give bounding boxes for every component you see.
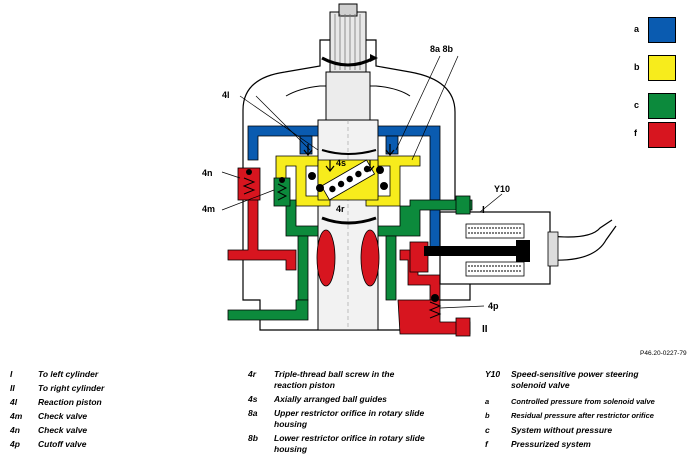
legend-key: a [485, 397, 490, 406]
legend-key: 4n [10, 425, 20, 435]
legend-key: b [485, 411, 490, 420]
legend-text: Controlled pressure from solenoid valve [511, 397, 655, 406]
reference-number: P46.20-0227-79 [640, 350, 687, 357]
check-valve-4n-spring [242, 177, 256, 195]
legend-key: 4s [248, 394, 258, 404]
key-letter-c: c [634, 100, 640, 110]
legend-text: Triple-thread ball screw in the [274, 369, 395, 379]
legend-text: housing [274, 444, 308, 454]
solenoid-valve-y10 [424, 211, 617, 285]
legend-key: c [485, 425, 490, 435]
legend-key: 4r [248, 369, 257, 379]
legend-text: reaction piston [274, 380, 335, 390]
legend-text: To left cylinder [38, 369, 99, 379]
legend-text: Upper restrictor orifice in rotary slide [274, 408, 425, 418]
legend-key: I [10, 369, 13, 379]
legend-text: Cutoff valve [38, 439, 87, 449]
label-4p: 4p [488, 301, 499, 311]
legend-text: Residual pressure after restrictor orifi… [511, 411, 654, 420]
legend-text: housing [274, 419, 308, 429]
cutoff-valve-spring [428, 301, 442, 319]
legend-key: 8a [248, 408, 258, 418]
label-I: I [482, 205, 485, 216]
key-swatch-f [648, 122, 676, 148]
label-II: II [482, 324, 488, 335]
pressureless-passages [227, 177, 461, 321]
steering-shaft [321, 3, 378, 123]
legend-key: 8b [248, 433, 258, 443]
key-letter-f: f [634, 128, 637, 138]
pressurized-passages [227, 167, 471, 335]
key-swatch-a [648, 17, 676, 43]
legend-text: Reaction piston [38, 397, 102, 407]
key-letter-a: a [634, 24, 640, 34]
key-swatch-b [648, 55, 676, 81]
legend-key: Y10 [485, 369, 501, 379]
key-swatch-c [648, 93, 676, 119]
key-letter-b: b [634, 62, 640, 72]
legend-key: II [10, 383, 15, 393]
legend-key: f [485, 439, 488, 449]
legend-text: System without pressure [511, 425, 613, 435]
legend-text: Lower restrictor orifice in rotary slide [274, 433, 425, 443]
label-4l: 4l [222, 90, 230, 100]
label-4n: 4n [202, 168, 213, 178]
legend-text: Speed-sensitive power steering [511, 369, 639, 379]
legend-text: To right cylinder [38, 383, 105, 393]
label-8a8b: 8a 8b [430, 44, 454, 54]
legend-key: 4m [10, 411, 23, 421]
label-y10: Y10 [494, 184, 510, 194]
legend-key: 4l [10, 397, 18, 407]
rotation-arrow-icon [321, 56, 375, 67]
label-4r: 4r [336, 204, 345, 214]
label-4m: 4m [202, 204, 215, 214]
legend-text: Check valve [38, 411, 88, 421]
legend-text: Check valve [38, 425, 88, 435]
label-4s: 4s [336, 158, 346, 168]
legend-key: 4p [10, 439, 20, 449]
check-valve-4m-spring [276, 183, 288, 201]
legend-text: solenoid valve [511, 380, 570, 390]
legend-text: Axially arranged ball guides [274, 394, 387, 404]
legend-text: Pressurized system [511, 439, 591, 449]
